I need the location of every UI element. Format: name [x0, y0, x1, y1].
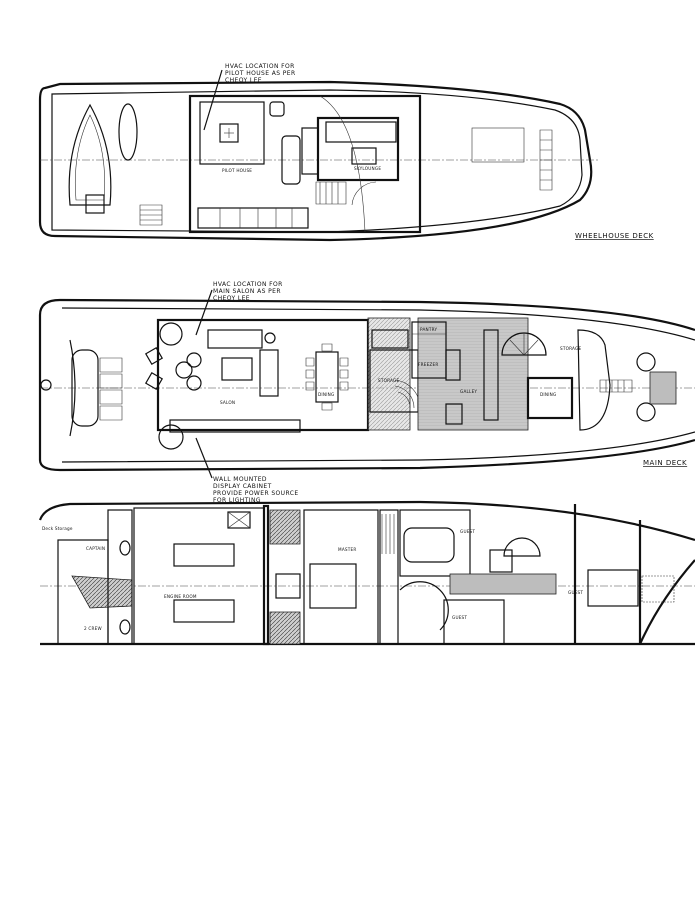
- hvac-note-line: PILOT HOUSE AS PER: [225, 70, 296, 77]
- room-label-galley: GALLEY: [460, 389, 477, 394]
- room-label-dining-forward: DINING: [540, 392, 556, 397]
- room-label-master: MASTER: [338, 547, 356, 552]
- cabinet-note-line: PROVIDE POWER SOURCE: [213, 490, 299, 497]
- hvac-note-line: HVAC LOCATION FOR: [225, 63, 295, 70]
- room-label-skylounge: SKYLOUNGE: [354, 166, 381, 171]
- room-label-salon: SALON: [220, 400, 235, 405]
- main-deck-hull-outline: [38, 298, 695, 472]
- pilot-house-enclosure: [188, 94, 422, 234]
- room-label-storage-forward: STORAGE: [560, 346, 581, 351]
- cabinet-note-line: WALL MOUNTED: [213, 476, 267, 483]
- room-label-engine-room: ENGINE ROOM: [164, 594, 197, 599]
- room-label-storage: STORAGE: [378, 378, 399, 383]
- room-label-freezer: FREEZER: [418, 362, 438, 367]
- deck-title-wheelhouse: WHEELHOUSE DECK: [575, 232, 654, 240]
- cabinet-note-line: FOR LIGHTING: [213, 497, 261, 504]
- room-label-guest: GUEST: [452, 615, 467, 620]
- wheelhouse-hull-outline: [38, 80, 593, 242]
- room-label-guest: GUEST: [568, 590, 583, 595]
- room-label-guest: GUEST: [460, 529, 475, 534]
- hvac-note-line: CHEOY LEE: [225, 77, 262, 84]
- room-label-pantry: PANTRY: [420, 327, 437, 332]
- room-label-crew: 2 CREW: [84, 626, 102, 631]
- room-label-pilot-house: PILOT HOUSE: [222, 168, 252, 173]
- main-deck: HVAC LOCATION FOR MAIN SALON AS PER CHEO…: [38, 281, 695, 504]
- hvac-note-line: CHEOY LEE: [213, 295, 250, 302]
- room-label-dining: DINING: [318, 392, 334, 397]
- tender-boat: [68, 103, 112, 206]
- room-label-deck-storage: Deck Storage: [42, 526, 73, 531]
- cabinet-note-line: DISPLAY CABINET: [213, 483, 272, 490]
- room-label-captain: CAPTAIN: [86, 546, 105, 551]
- lower-deck-hull-outline: [38, 500, 695, 542]
- lower-deck: CAPTAIN 2 CREW ENGINE ROOM MASTER GUEST …: [38, 500, 695, 646]
- hvac-note-line: MAIN SALON AS PER: [213, 288, 281, 295]
- hvac-note-line: HVAC LOCATION FOR: [213, 281, 283, 288]
- deck-title-main: MAIN DECK: [643, 459, 687, 467]
- wheelhouse-deck: HVAC LOCATION FOR PILOT HOUSE AS PER CHE…: [38, 63, 654, 242]
